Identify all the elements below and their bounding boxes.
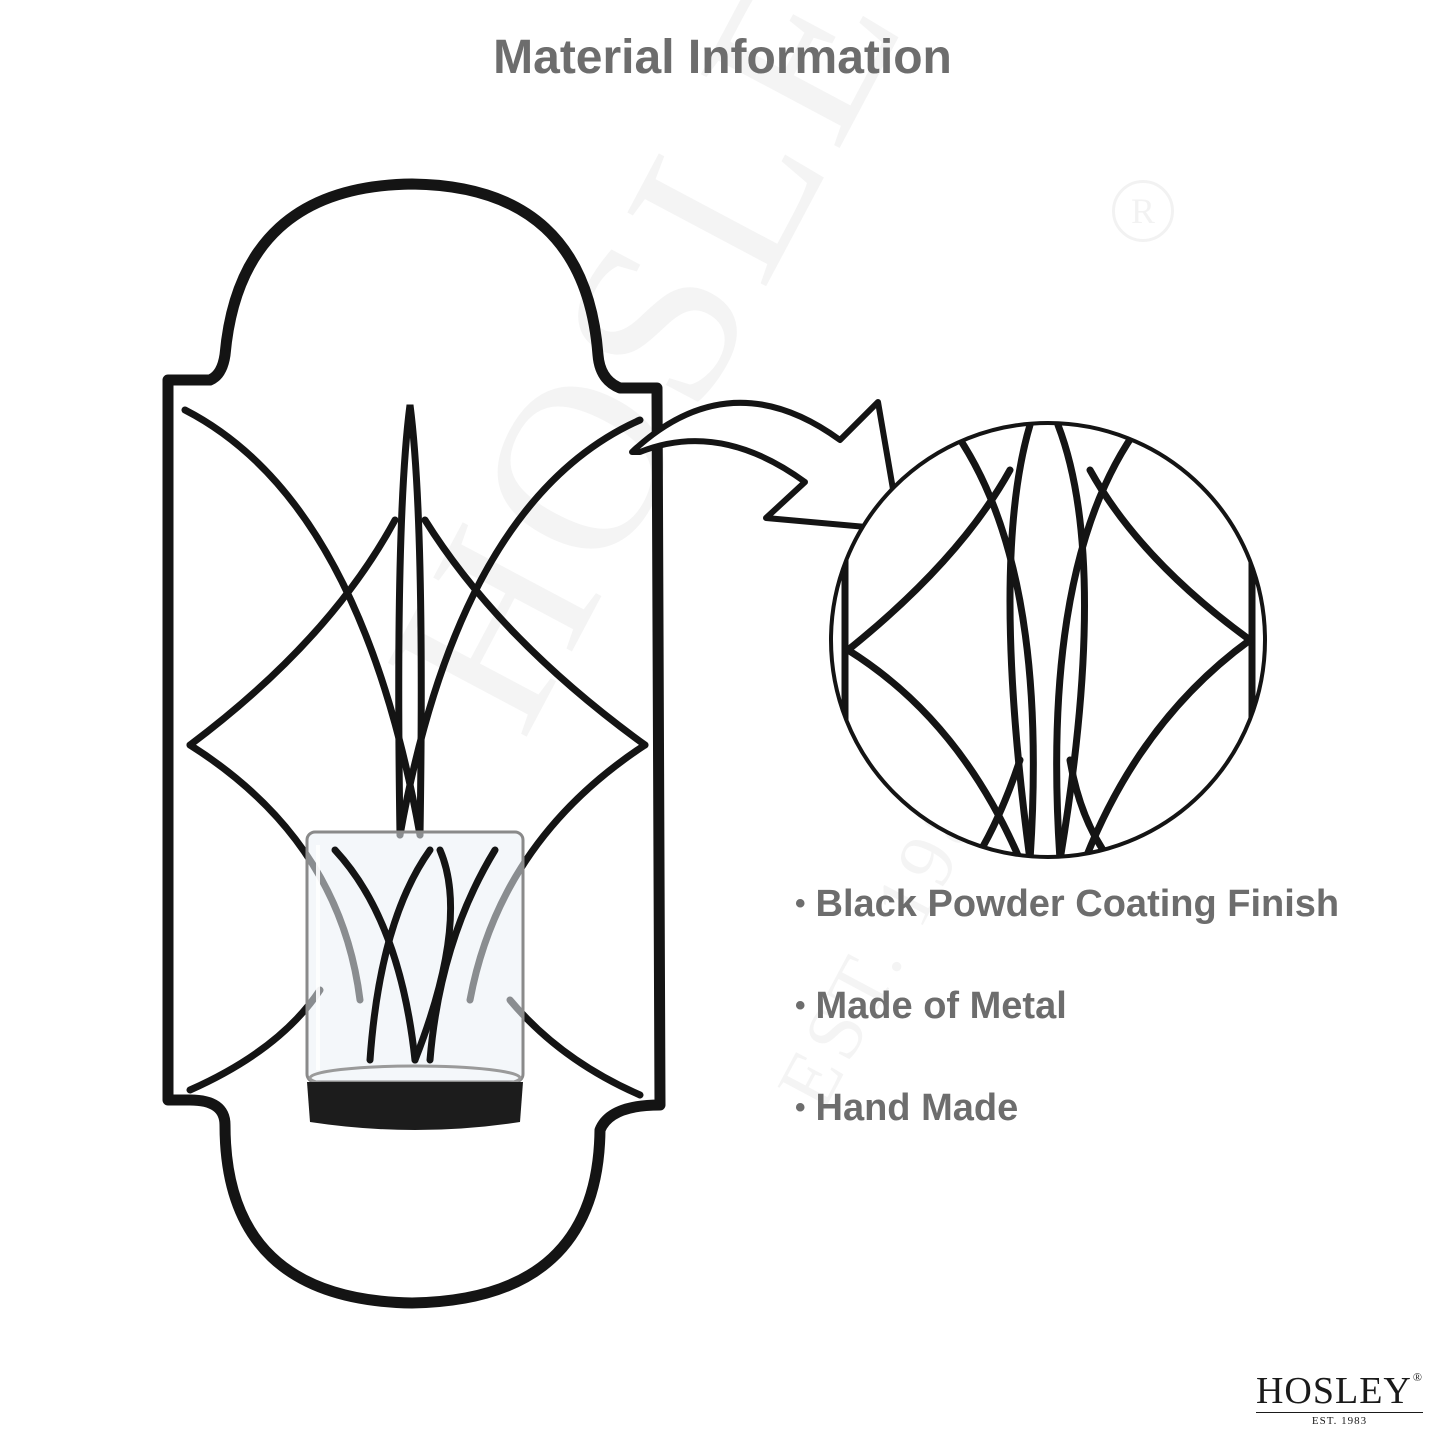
brand-logo: HOSLEY® EST. 1983 (1255, 1358, 1423, 1427)
cup-base (307, 1082, 523, 1130)
lattice-tall-arch (395, 404, 425, 839)
frame-latticework (181, 404, 649, 1099)
callout-arrow (629, 399, 903, 533)
glass-votive-holder (305, 830, 525, 1130)
bullet-icon: • (795, 887, 806, 920)
lattice-behind-glass (331, 846, 499, 1064)
lattice-diamond-right (421, 516, 649, 749)
feature-label: Black Powder Coating Finish (815, 883, 1340, 925)
feature-item-handmade: • Hand Made (795, 1084, 1339, 1186)
lattice-lower-right (506, 996, 644, 1099)
bullet-icon: • (795, 1091, 806, 1124)
frame-outline (162, 178, 666, 1309)
lattice-diamond-left (186, 516, 399, 749)
detail-zoom-circle (829, 421, 1267, 859)
feature-label: Made of Metal (815, 985, 1067, 1027)
feature-label: Hand Made (815, 1087, 1019, 1129)
feature-list: • Black Powder Coating Finish • Made of Me… (795, 880, 1339, 1186)
feature-item-material: • Made of Metal (795, 982, 1339, 1084)
logo-name: HOSLEY (1255, 1370, 1412, 1412)
lattice-upper-left-arc (181, 406, 424, 839)
logo-established: EST. 1983 (1311, 1415, 1368, 1427)
registered-mark: ® (1412, 1370, 1423, 1384)
bullet-icon: • (795, 989, 806, 1022)
page-title: Material Information (493, 31, 952, 84)
lattice-upper-right-arc (396, 416, 644, 839)
lattice-lower-left (186, 986, 324, 1094)
feature-item-finish: • Black Powder Coating Finish (795, 880, 1339, 982)
sconce-frame (162, 178, 666, 1309)
